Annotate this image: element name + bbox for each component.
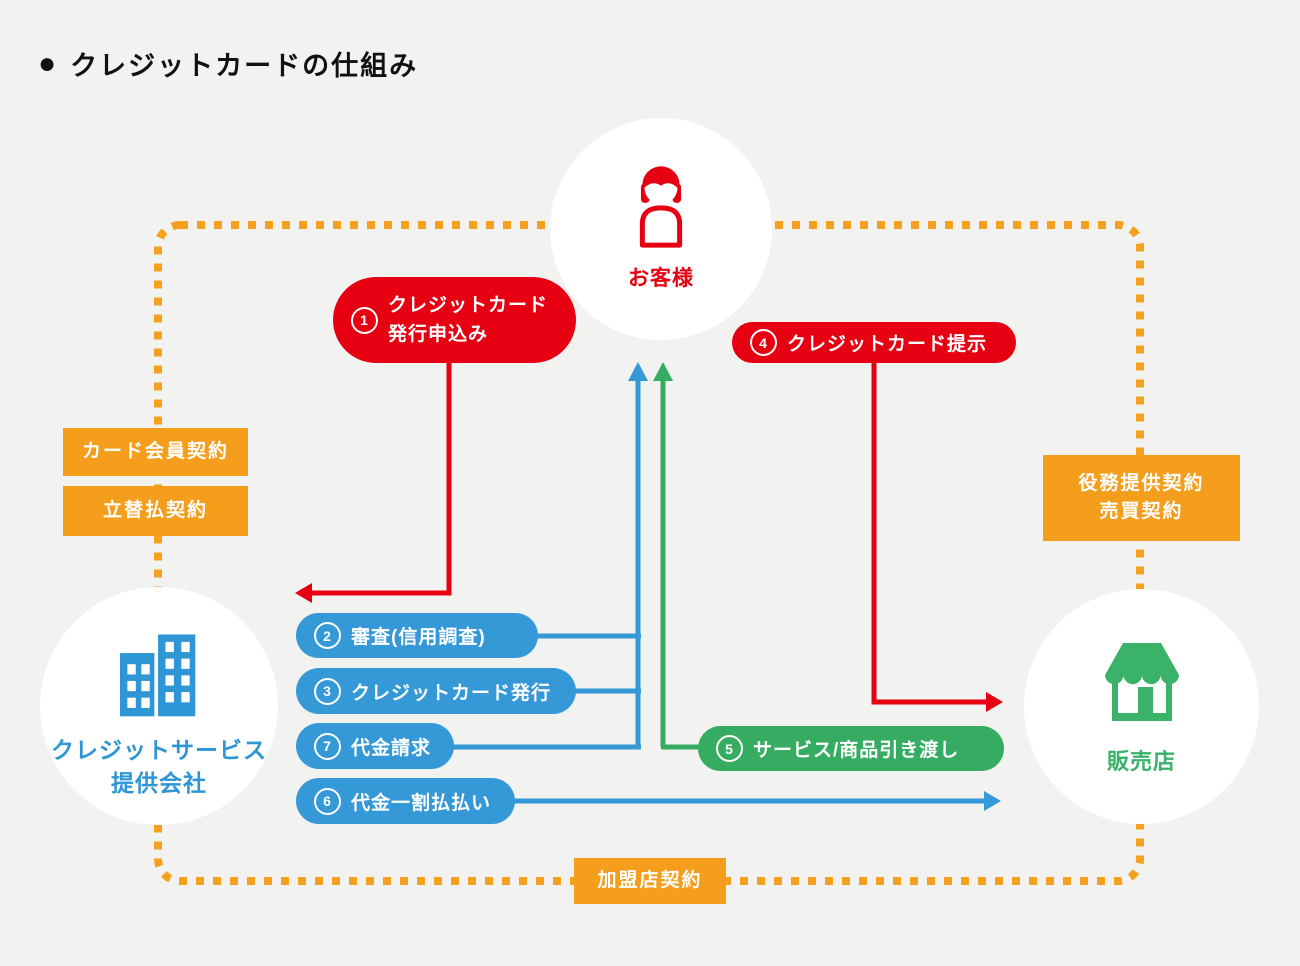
arrow-step4-line: [871, 356, 987, 705]
step-4-label: クレジットカード提示: [787, 334, 988, 355]
contract-box-merchant: 加盟店契約: [574, 858, 726, 904]
customer-circle: お客様: [550, 118, 772, 340]
step-4-pill: 4 クレジットカード提示: [732, 322, 1016, 363]
step-6-number: 6: [314, 787, 341, 815]
provider-label: クレジットサービス 提供会社: [51, 734, 267, 801]
dotted-contract-border: [154, 221, 1144, 885]
arrow-blue-up-head: [628, 362, 648, 381]
step-1-number: 1: [351, 306, 378, 334]
contract-sales-label: 売買契約: [1099, 501, 1184, 522]
storefront-icon: [1104, 643, 1179, 721]
arrow-step4-head-right: [986, 692, 1003, 712]
step-6-pill: 6 代金一割払払い: [296, 778, 515, 824]
contract-box-card-member: カード会員契約: [63, 428, 248, 476]
step-3-pill: 3 クレジットカード発行: [296, 668, 576, 714]
step-1-label-line2: 発行申込み: [388, 324, 489, 345]
step-7-pill: 7 代金請求: [296, 723, 454, 769]
person-icon: [639, 166, 683, 248]
step-4-number: 4: [750, 329, 777, 356]
contract-service-label: 役務提供契約: [1078, 472, 1205, 494]
customer-label: お客様: [628, 267, 694, 290]
contract-merchant-label: 加盟店契約: [597, 869, 703, 891]
contract-card-member-label: カード会員契約: [81, 440, 229, 462]
arrow-step1-head-left: [295, 583, 312, 603]
step-6-label: 代金一割払払い: [351, 792, 492, 814]
step-1-pill: 1 クレジットカード 発行申込み: [333, 277, 576, 363]
step-5-label: サービス/商品引き渡し: [753, 740, 960, 761]
step-2-number: 2: [314, 622, 341, 649]
step-2-pill: 2 審査(信用調査): [296, 613, 538, 658]
store-circle: 販売店: [1024, 589, 1259, 824]
buildings-icon: [119, 634, 196, 717]
step-3-number: 3: [314, 677, 341, 705]
step-3-label: クレジットカード発行: [351, 682, 552, 704]
step-2-label: 審査(信用調査): [351, 627, 486, 648]
contract-advance-payment-label: 立替払契約: [102, 499, 208, 521]
provider-label-line2: 提供会社: [111, 770, 207, 797]
provider-circle: クレジットサービス 提供会社: [40, 587, 278, 825]
step-5-number: 5: [716, 735, 743, 762]
store-label: 販売店: [1106, 749, 1176, 774]
arrow-green-up-head: [653, 362, 673, 381]
arrow-step1-line: [311, 358, 452, 596]
arrow-step6-head-right: [984, 791, 1001, 811]
diagram-title: ● クレジットカードの仕組み: [38, 44, 418, 83]
step-5-pill: 5 サービス/商品引き渡し: [698, 726, 1004, 771]
bullet-icon: ●: [38, 46, 59, 80]
step-1-label-line1: クレジットカード: [388, 294, 549, 316]
step-7-number: 7: [314, 732, 341, 760]
diagram-title-text: クレジットカードの仕組み: [70, 51, 419, 81]
contract-box-advance-payment: 立替払契約: [63, 486, 248, 536]
contract-box-service-sales: 役務提供契約 売買契約: [1043, 455, 1240, 541]
step-7-label: 代金請求: [351, 737, 432, 759]
provider-label-line1: クレジットサービス: [51, 737, 267, 763]
